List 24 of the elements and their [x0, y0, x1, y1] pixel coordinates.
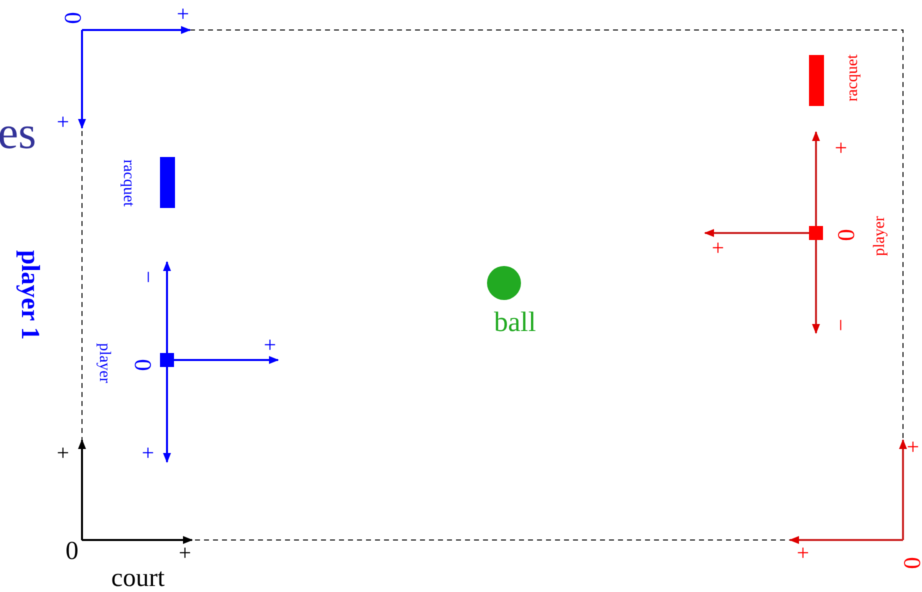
racquet-label: racquet	[845, 54, 861, 102]
axis-label: 0	[130, 359, 154, 371]
axis-label: 0	[835, 229, 859, 241]
axis-label: +	[176, 3, 190, 25]
axis-label: +	[834, 137, 848, 159]
axis-label: +	[56, 442, 70, 464]
racquet-label: racquet	[120, 159, 136, 207]
player-label: player	[872, 216, 888, 256]
player-label: player 1	[17, 250, 43, 340]
axis-label: +	[142, 442, 154, 464]
axis-label: 0	[901, 557, 922, 569]
axis-label: +	[56, 111, 70, 133]
axis-label: −	[830, 318, 852, 332]
axis-label: +	[264, 334, 276, 356]
axis-label: 0	[60, 12, 84, 24]
axis-label: +	[712, 237, 724, 259]
axis-label: −	[137, 270, 159, 284]
player-label: player	[96, 343, 112, 383]
axis-label: +	[796, 542, 810, 564]
axis-label: +	[906, 436, 920, 458]
axis-label: 0	[66, 538, 78, 564]
court-label: court	[111, 565, 165, 591]
axis-label: +	[178, 542, 192, 564]
ball-label: ball	[494, 309, 536, 337]
